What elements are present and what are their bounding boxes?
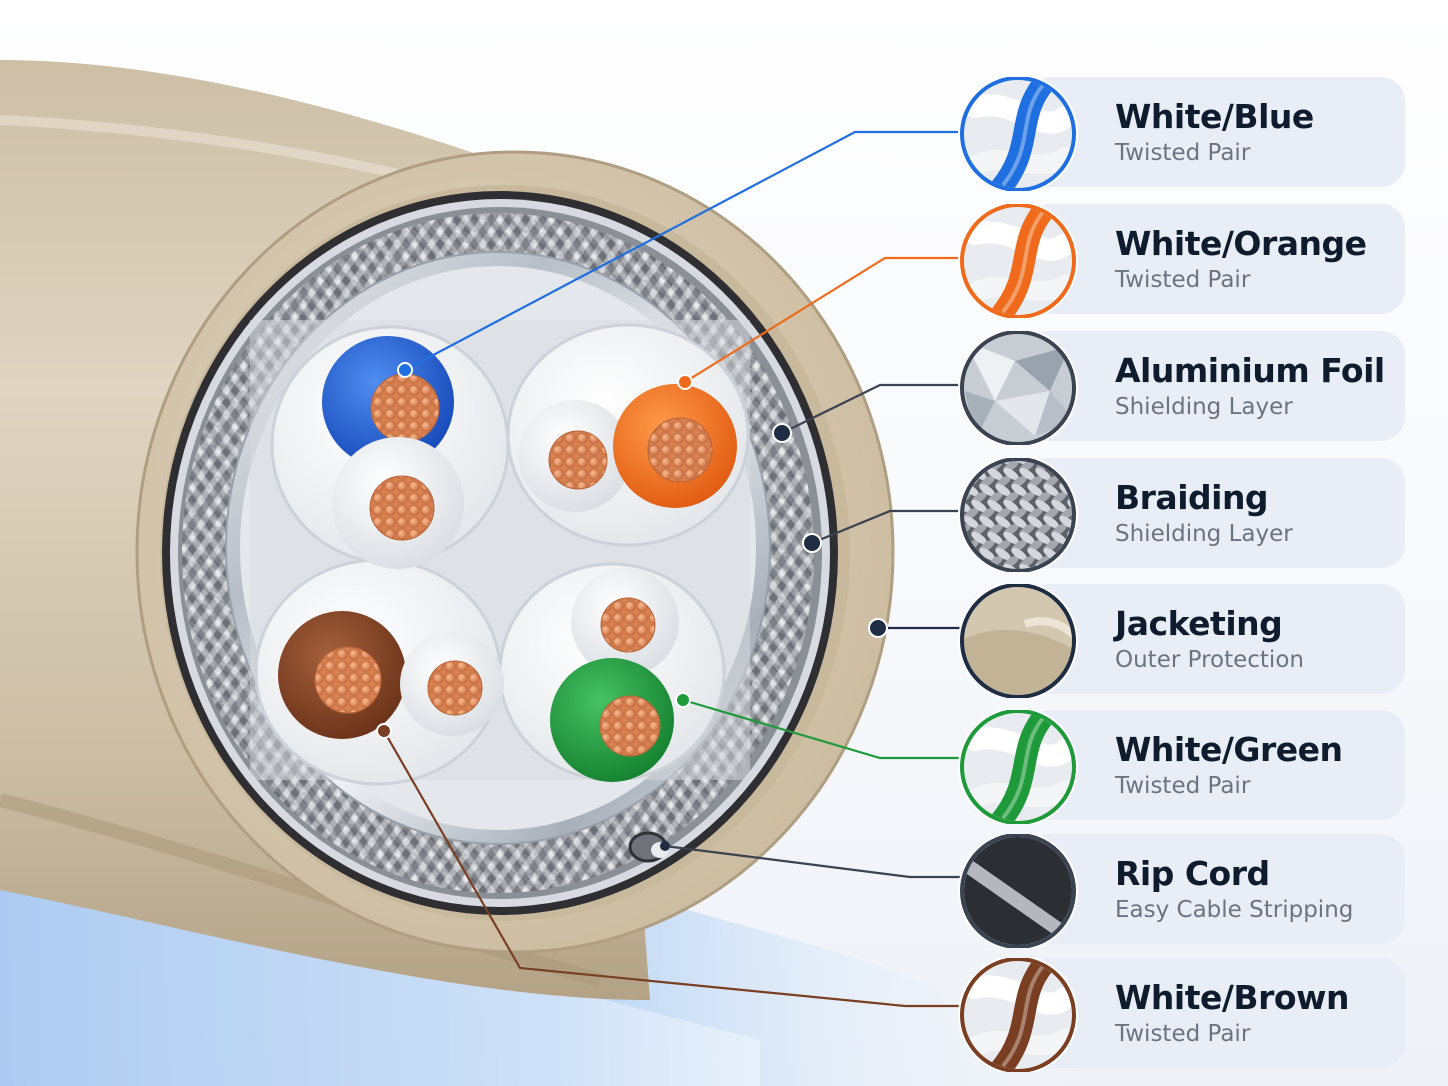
legend-title: White/Blue xyxy=(1115,97,1314,136)
legend-card xyxy=(1025,834,1405,944)
leader-dots xyxy=(376,362,888,851)
legend-card xyxy=(1025,204,1405,314)
leader-white-orange xyxy=(684,256,960,383)
legend-title: White/Green xyxy=(1115,730,1343,769)
legend-title: White/Brown xyxy=(1115,978,1350,1017)
legend-subtitle: Shielding Layer xyxy=(1115,521,1293,547)
legend-card xyxy=(1025,77,1405,187)
legend-card xyxy=(1025,331,1405,441)
leader-rip-cord xyxy=(664,844,960,879)
legend-card xyxy=(1025,958,1405,1068)
legend-subtitle: Twisted Pair xyxy=(1115,773,1251,799)
legend-subtitle: Outer Protection xyxy=(1115,647,1304,673)
leader-braiding xyxy=(811,509,960,545)
leader-white-brown xyxy=(383,730,960,1008)
legend-title: Rip Cord xyxy=(1115,854,1270,893)
legend-card xyxy=(1025,458,1405,568)
rip-cord-icon xyxy=(955,831,1081,951)
legend-title: Aluminium Foil xyxy=(1115,351,1385,390)
leader-white-blue xyxy=(404,130,960,371)
braid-icon xyxy=(955,455,1081,575)
legend-subtitle: Shielding Layer xyxy=(1115,394,1293,420)
blue-pair-icon xyxy=(955,74,1081,194)
foil-icon xyxy=(955,328,1081,448)
leader-white-green xyxy=(682,698,960,760)
legend-subtitle: Twisted Pair xyxy=(1115,267,1251,293)
green-pair-icon xyxy=(955,707,1081,827)
legend-subtitle: Twisted Pair xyxy=(1115,140,1251,166)
legend-title: White/Orange xyxy=(1115,224,1367,263)
legend-subtitle: Easy Cable Stripping xyxy=(1115,897,1354,923)
legend-title: Jacketing xyxy=(1115,604,1283,643)
legend-title: Braiding xyxy=(1115,478,1269,517)
leader-lines xyxy=(383,130,960,1008)
brown-pair-icon xyxy=(955,955,1081,1075)
leader-aluminium-foil xyxy=(781,383,960,434)
legend-card xyxy=(1025,710,1405,820)
jacket-icon xyxy=(955,581,1081,701)
orange-pair-icon xyxy=(955,201,1081,321)
legend-subtitle: Twisted Pair xyxy=(1115,1021,1251,1047)
legend-card xyxy=(1025,584,1405,694)
